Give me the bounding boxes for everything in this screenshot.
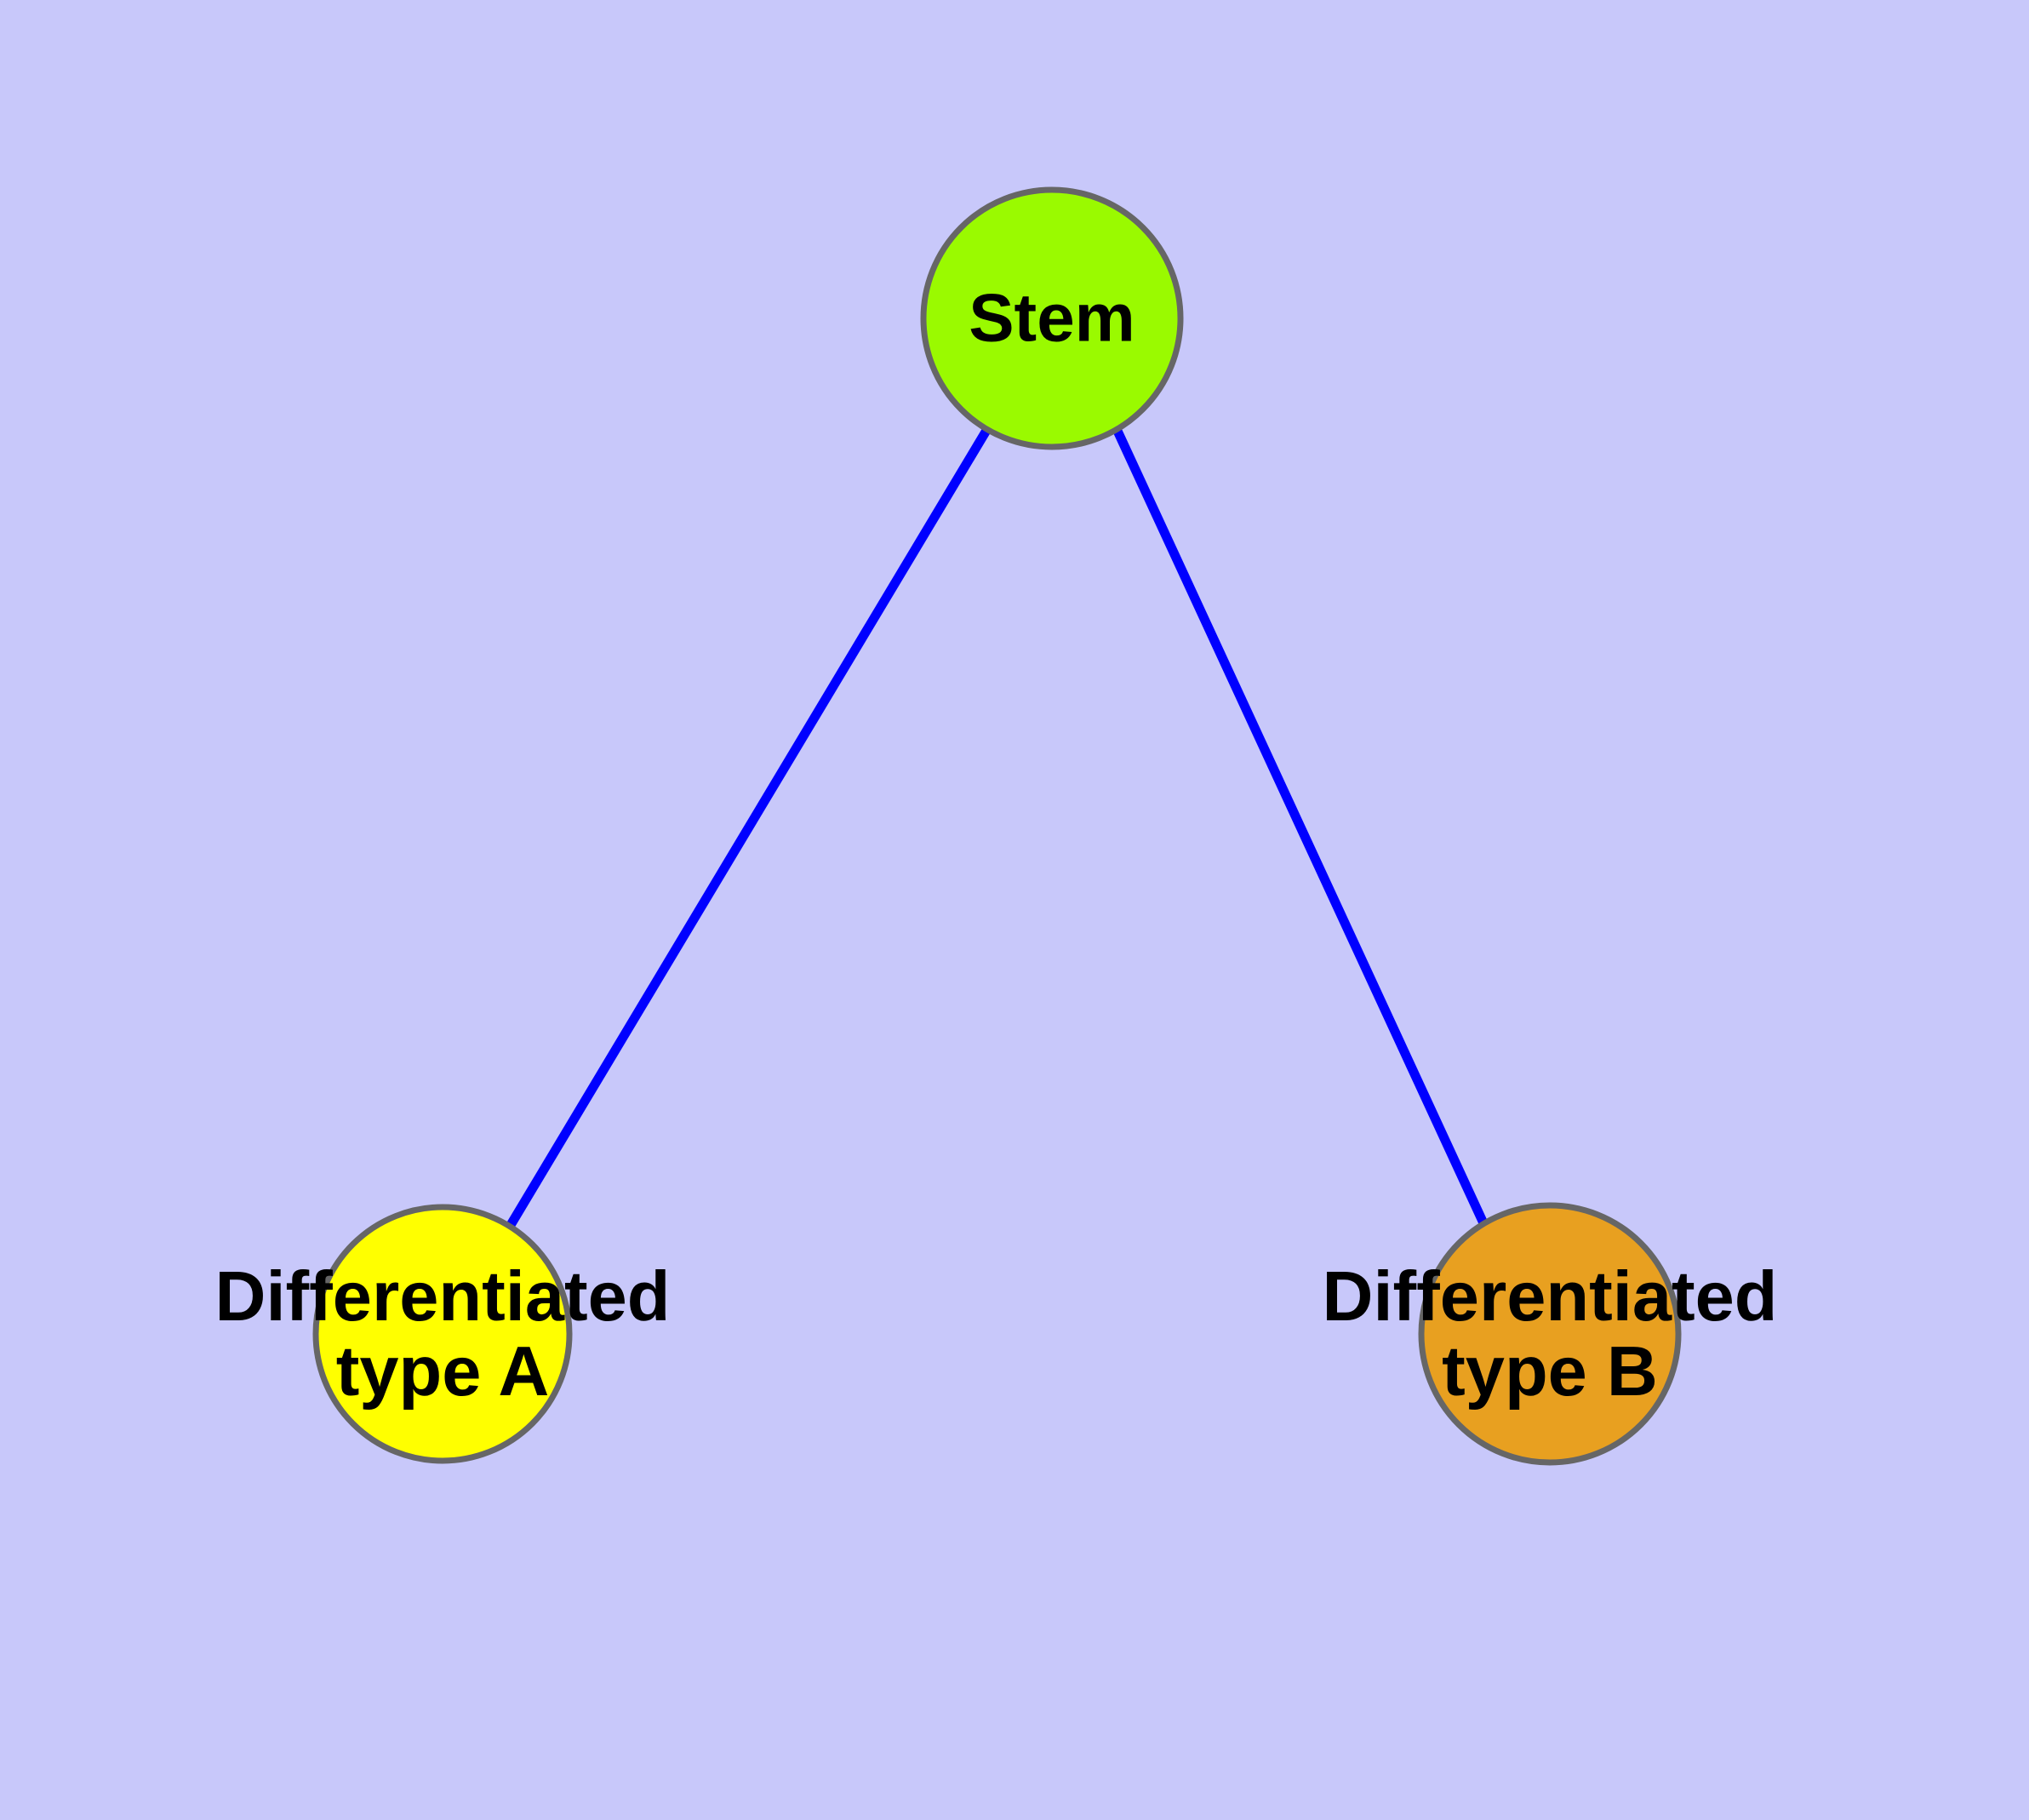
node-differentiated-type-b[interactable]	[1418, 1202, 1682, 1466]
edge-stem-to-diff-b	[1112, 426, 1489, 1228]
node-differentiated-type-a[interactable]	[312, 1204, 573, 1464]
node-stem[interactable]	[920, 186, 1184, 450]
nodes-group	[312, 186, 1682, 1466]
edge-stem-to-diff-a	[506, 426, 992, 1228]
edges-group	[506, 426, 1489, 1228]
